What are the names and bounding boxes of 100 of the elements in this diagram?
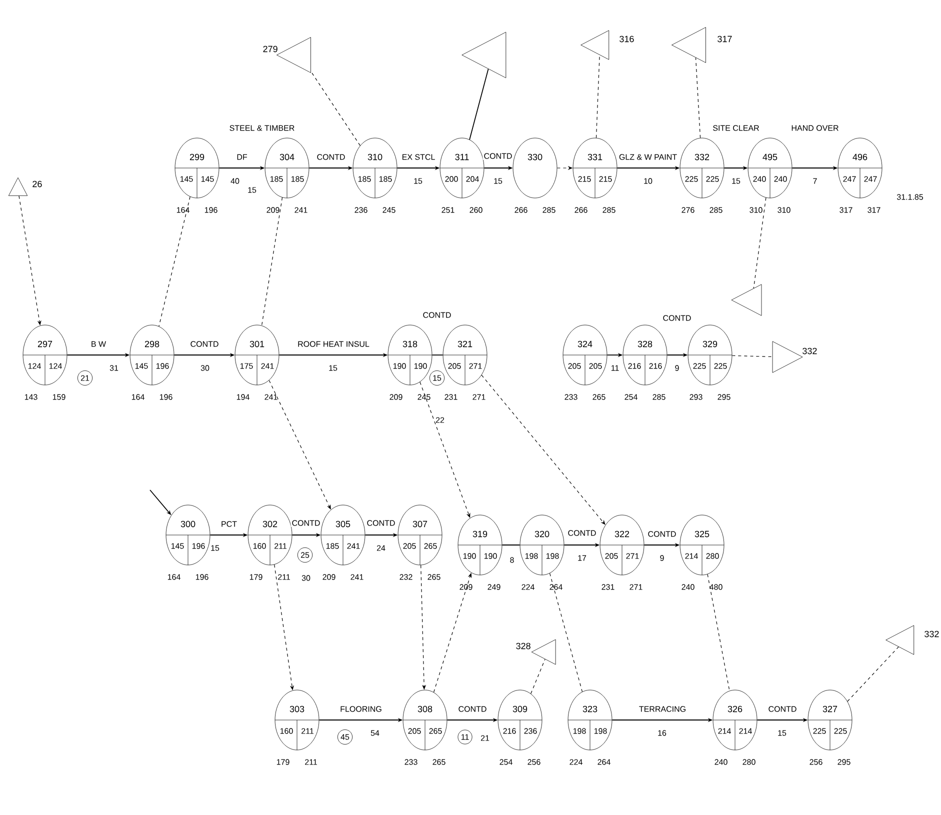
event-time: 209 [390, 394, 402, 400]
triangle-marker [462, 32, 506, 78]
event-time: 196 [196, 574, 208, 580]
duration-label: 17 [578, 555, 586, 561]
event-time: 265 [592, 394, 606, 400]
event-time: 241 [350, 574, 364, 580]
edge-label: DF [236, 153, 248, 161]
event-time: 265 [428, 574, 440, 580]
duration-label: 30 [200, 365, 210, 371]
event-time: 317 [840, 207, 852, 213]
dashed-line [530, 658, 546, 694]
event-time: 264 [550, 584, 562, 590]
event-time: 256 [528, 759, 540, 765]
dashed-line [549, 573, 583, 692]
edge-label: CONTD [316, 153, 346, 161]
event-time: 266 [574, 207, 588, 213]
duration-label: 16 [658, 730, 666, 736]
event-time: 271 [630, 584, 642, 590]
event-time: 143 [24, 394, 38, 400]
event-time: 179 [250, 574, 262, 580]
event-time: 196 [204, 207, 218, 213]
dashed-line [310, 71, 360, 146]
edge-label: CONTD [767, 705, 798, 713]
event-time: 233 [564, 394, 578, 400]
edge-label: HAND OVER [790, 124, 840, 132]
event-time: 265 [432, 759, 446, 765]
event-time: 280 [742, 759, 756, 765]
duration-label: 54 [370, 730, 380, 736]
event-time: 245 [418, 394, 430, 400]
event-time: 211 [278, 574, 290, 580]
event-time: 224 [522, 584, 534, 590]
event-time: 254 [500, 759, 512, 765]
duration-label: 15 [778, 730, 786, 736]
event-time: 241 [294, 207, 308, 213]
dashed-arrow [420, 382, 470, 518]
event-time: 224 [570, 759, 582, 765]
edge-label: CONTD [189, 340, 220, 348]
event-time: 310 [778, 207, 790, 213]
event-time: 480 [710, 584, 722, 590]
edge-label: SITE CLEAR [712, 124, 760, 132]
edge-label: PCT [220, 520, 238, 528]
event-time: 196 [160, 394, 172, 400]
event-time: 254 [624, 394, 638, 400]
event-time: 209 [322, 574, 336, 580]
event-time: 236 [354, 207, 368, 213]
event-time: 310 [750, 207, 762, 213]
event-time: 164 [132, 394, 144, 400]
duration-label: 24 [376, 545, 386, 551]
edge-label: B W [90, 340, 108, 348]
line [469, 68, 489, 140]
dashed-line [753, 197, 766, 289]
event-time: 241 [264, 394, 278, 400]
event-time: 266 [514, 207, 528, 213]
event-time: 159 [52, 394, 66, 400]
dashed-line [596, 54, 600, 138]
event-time: 240 [682, 584, 694, 590]
date-label: 31.1.85 [896, 194, 924, 200]
event-time: 245 [382, 207, 396, 213]
event-time: 295 [838, 759, 850, 765]
duration-label: 11 [611, 365, 619, 371]
event-time: 233 [404, 759, 418, 765]
dashed-line [261, 197, 283, 326]
event-time: 240 [714, 759, 728, 765]
duration-label: 21 [480, 735, 490, 741]
edge-label: CONTD [422, 311, 452, 319]
event-time: 249 [488, 584, 500, 590]
event-time: 276 [682, 207, 694, 213]
duration-label: 9 [675, 365, 679, 371]
event-time: 231 [602, 584, 614, 590]
dashed-line [158, 196, 190, 327]
dashed-line [732, 355, 773, 358]
event-time: 260 [470, 207, 482, 213]
event-time: 285 [602, 207, 616, 213]
duration-label: 7 [813, 178, 817, 184]
edge-label: CONTD [366, 519, 396, 527]
event-time: 285 [652, 394, 666, 400]
event-time: 164 [168, 574, 180, 580]
duration-label: 15 [329, 365, 338, 371]
event-time: 285 [542, 207, 556, 213]
event-time: 295 [718, 394, 730, 400]
event-time: 209 [460, 584, 472, 590]
duration-label: 10 [644, 178, 652, 184]
edge-label: ROOF HEAT INSUL [296, 340, 370, 348]
edge-label: GLZ & W PAINT [618, 153, 678, 161]
line [432, 354, 444, 356]
edge-label: CONTD [662, 314, 692, 322]
duration-label: 30 [302, 575, 310, 581]
duration-label: 8 [510, 557, 514, 563]
event-time: 251 [442, 207, 454, 213]
edge-label: CONTD [646, 530, 678, 538]
event-time: 232 [400, 574, 412, 580]
duration-label: 15 [494, 178, 502, 184]
dashed-line [707, 574, 730, 692]
event-time: 285 [710, 207, 722, 213]
event-time: 231 [444, 394, 458, 400]
activity-label: STEEL & TIMBER [230, 125, 294, 131]
dashed-line [847, 646, 899, 702]
duration-label: 40 [230, 178, 240, 184]
event-time: 194 [236, 394, 250, 400]
event-time: 209 [266, 207, 280, 213]
